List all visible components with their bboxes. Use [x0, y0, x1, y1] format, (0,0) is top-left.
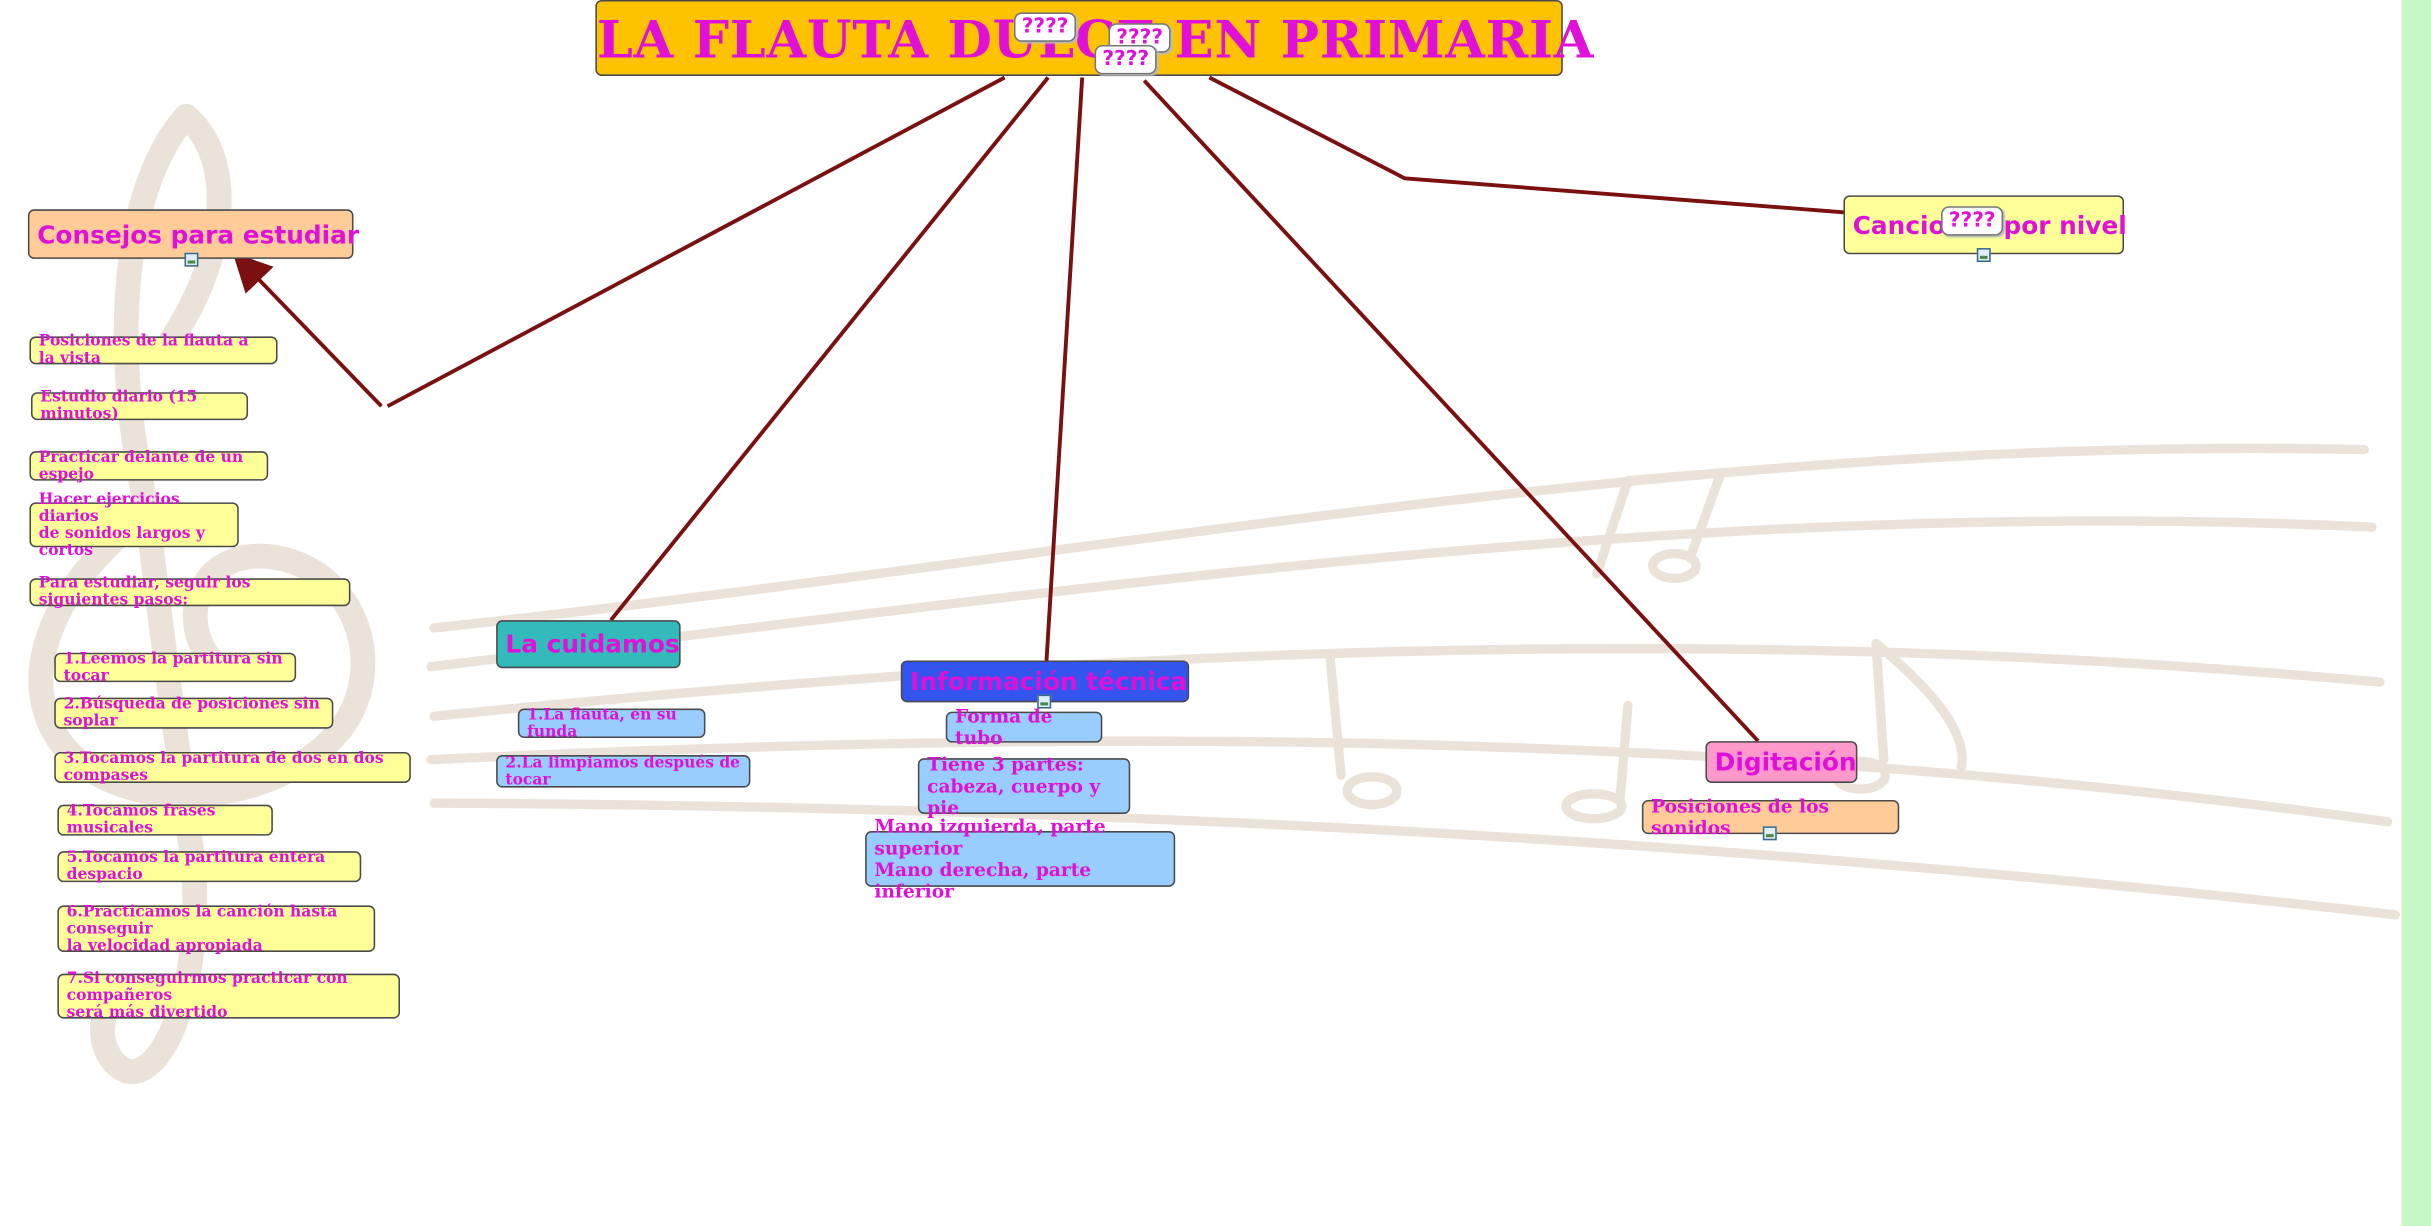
- cuidamos-item[interactable]: 2.La limpiamos después de tocar: [496, 754, 751, 788]
- overlay-mark: ????: [1013, 12, 1077, 42]
- consejo-item[interactable]: Practicar delante de un espejo: [29, 449, 269, 483]
- staff-line-3: [429, 643, 2385, 721]
- paso-item[interactable]: 4.Tocamos frases musicales: [57, 803, 273, 837]
- paso-item[interactable]: 1.Leemos la partitura sin tocar: [54, 650, 297, 685]
- link-consejos-arrow: [232, 252, 383, 408]
- flagged-note: [1871, 638, 1967, 773]
- paso-item[interactable]: 5.Tocamos la partitura entera despacio: [57, 850, 362, 884]
- attachment-icon[interactable]: [184, 252, 199, 267]
- paso-item[interactable]: 7.Si conseguirmos practicar con compañer…: [57, 971, 401, 1022]
- staff-line-5: [429, 798, 2401, 920]
- staff-line-4: [426, 736, 2393, 827]
- attachment-icon[interactable]: [1762, 826, 1777, 841]
- paso-item[interactable]: 3.Tocamos la partitura de dos en dos com…: [54, 750, 411, 785]
- consejo-item[interactable]: Para estudiar, seguir los siguientes pas…: [29, 575, 351, 609]
- link-informacion: [1044, 77, 1085, 661]
- half-note: [1615, 700, 1633, 804]
- note-head-1: [1648, 548, 1701, 583]
- note-head-2: [1342, 772, 1402, 810]
- quarter-note: [1325, 654, 1346, 780]
- overlay-mark: ????: [1094, 44, 1157, 75]
- attachment-icon[interactable]: [1037, 694, 1052, 709]
- paso-item[interactable]: 2.Búsqueda de posiciones sin soplar: [54, 696, 334, 730]
- eighth-note: [1592, 467, 1728, 579]
- consejo-item[interactable]: Posiciones de la flauta a la vista: [29, 333, 278, 367]
- consejo-item[interactable]: Estudio diario (15 minutos): [31, 389, 249, 423]
- map-title[interactable]: LA FLAUTA DULCE EN PRIMARIA: [595, 0, 1593, 76]
- informacion-item[interactable]: Mano izquierda, parte superior Mano dere…: [865, 816, 1176, 902]
- topic-digitacion[interactable]: Digitación: [1705, 741, 1858, 783]
- attachment-icon[interactable]: [1976, 248, 1991, 263]
- paso-item[interactable]: 6.Practicamos la canción hasta conseguir…: [57, 903, 376, 954]
- topic-consejos[interactable]: Consejos para estudiar: [27, 209, 359, 259]
- staff-line-2: [426, 516, 2377, 672]
- informacion-item[interactable]: Forma de tubo: [945, 705, 1103, 749]
- vertical-scrollbar[interactable]: [2401, 0, 2431, 1226]
- link-cuidamos: [609, 76, 1050, 622]
- consejo-item[interactable]: Hacer ejercicios diarios de sonidos larg…: [29, 491, 239, 559]
- topic-cuidamos[interactable]: La cuidamos: [496, 620, 681, 669]
- staff-line-1: [429, 443, 2370, 633]
- overlay-mark: ????: [1941, 206, 2004, 236]
- link-digitacion: [1142, 79, 1760, 743]
- note-head-3: [1561, 789, 1627, 824]
- cuidamos-item[interactable]: 1.La flauta, en su funda: [517, 706, 706, 740]
- link-canciones: [1208, 75, 1846, 215]
- link-consejos: [386, 75, 1006, 408]
- informacion-item[interactable]: Tiene 3 partes: cabeza, cuerpo y pie: [917, 753, 1131, 819]
